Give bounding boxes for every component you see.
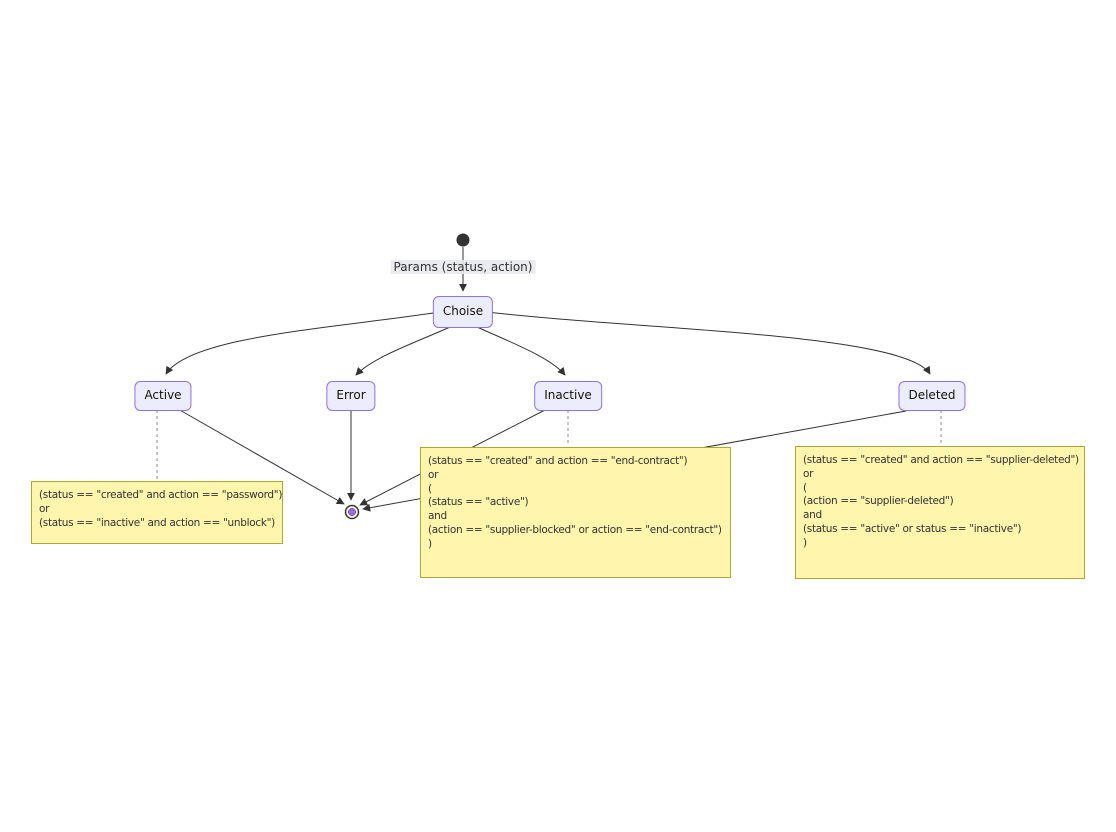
note-line: (status == "active"): [428, 496, 529, 509]
edge-choise-to-active: [165, 311, 441, 375]
note-line: (: [803, 481, 807, 494]
edge-choise-to-deleted: [486, 311, 931, 375]
state-node-error: Error: [326, 381, 376, 411]
note-line: (status == "created" and action == "end-…: [428, 455, 688, 467]
edge-choise-to-inactive: [476, 326, 566, 376]
note-line: or: [39, 502, 50, 515]
start-state-dot: [456, 233, 470, 247]
note-line: ): [428, 537, 432, 550]
note-deleted-conditions: (status == "created" and action == "supp…: [795, 446, 1085, 579]
edge-active-to-end: [177, 408, 345, 505]
edge-choise-to-error: [355, 326, 451, 376]
note-line: ): [803, 536, 807, 549]
note-line: (: [428, 482, 432, 495]
state-node-choise: Choise: [432, 296, 494, 328]
end-state-inner-dot: [348, 508, 356, 516]
note-line: (action == "supplier-deleted"): [803, 495, 954, 508]
note-inactive-conditions: (status == "created" and action == "end-…: [420, 447, 731, 578]
note-line: or: [803, 467, 814, 480]
note-line: (status == "created" and action == "pass…: [39, 489, 283, 501]
note-line: and: [803, 509, 822, 522]
note-line: (action == "supplier-blocked" or action …: [428, 523, 722, 536]
note-line: or: [428, 468, 439, 481]
state-node-deleted: Deleted: [898, 381, 966, 411]
state-node-inactive: Inactive: [534, 381, 602, 411]
note-line: and: [428, 510, 447, 523]
note-line: (status == "inactive" and action == "unb…: [39, 516, 275, 529]
state-node-active: Active: [134, 381, 192, 411]
edge-label-params: Params (status, action): [390, 260, 536, 274]
note-line: (status == "created" and action == "supp…: [803, 454, 1079, 466]
note-active-conditions: (status == "created" and action == "pass…: [31, 481, 283, 544]
note-line: (status == "active" or status == "inacti…: [803, 522, 1022, 535]
